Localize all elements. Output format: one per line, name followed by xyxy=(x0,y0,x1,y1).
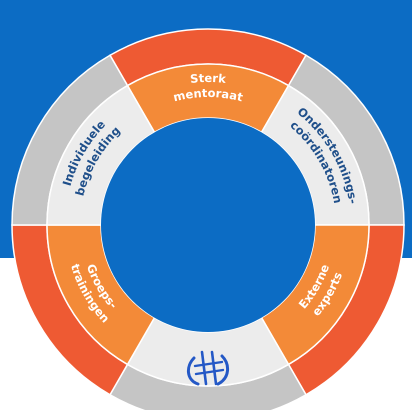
label-sterk-mentoraat-2: mentoraat xyxy=(172,86,245,105)
school-logo-icon xyxy=(187,350,229,386)
center-circle xyxy=(101,118,315,332)
label-sterk-mentoraat-1: Sterk xyxy=(190,71,227,86)
center-hole xyxy=(101,118,315,332)
